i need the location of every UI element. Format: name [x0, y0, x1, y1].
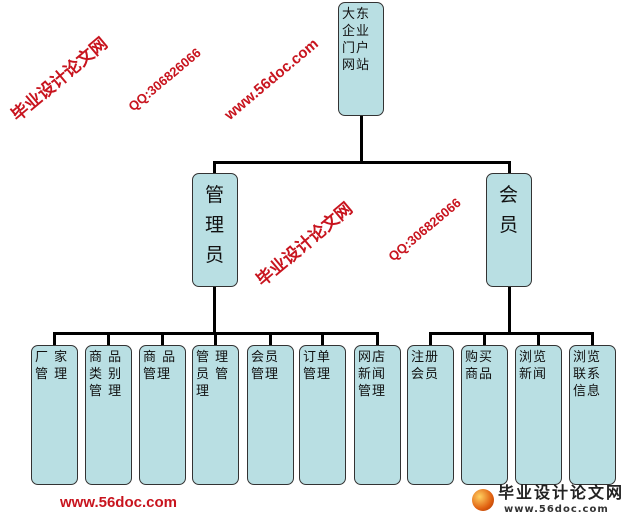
connector [321, 332, 324, 347]
connector [591, 332, 594, 347]
watermark-name: 毕业设计论文网 [252, 198, 357, 290]
logo-name: 毕业设计论文网 [498, 483, 625, 502]
function-label: 网店新闻管理 [358, 350, 387, 399]
function-label: 会员管理 [251, 350, 280, 382]
watermark-name: 毕业设计论文网 [7, 33, 112, 125]
connector [376, 332, 379, 347]
function-label: 商 品类 别管 理 [89, 350, 123, 399]
connector [213, 286, 216, 334]
connector [269, 332, 272, 347]
function-node: 购买商品 [461, 345, 508, 485]
watermark-site: www.56doc.com [60, 494, 177, 511]
function-label: 订单管理 [303, 350, 332, 382]
connector [214, 332, 217, 347]
connector [508, 161, 511, 174]
function-label: 厂 家管 理 [35, 350, 69, 382]
function-node: 商 品管理 [139, 345, 186, 485]
admin-label: 管理员 [204, 184, 225, 266]
function-label: 浏览新闻 [519, 350, 548, 382]
function-node: 浏览新闻 [515, 345, 562, 485]
connector [429, 332, 594, 335]
connector [360, 116, 363, 163]
function-node: 厂 家管 理 [31, 345, 78, 485]
watermark-site: www.56doc.com [221, 35, 322, 124]
root-label: 大东企业门户网站 [342, 7, 371, 73]
function-label: 管 理员 管理 [196, 350, 230, 399]
function-label: 商 品管理 [143, 350, 177, 382]
connector [213, 161, 511, 164]
member-label: 会员 [498, 184, 519, 236]
function-node: 管 理员 管理 [192, 345, 239, 485]
connector [429, 332, 432, 347]
function-node: 订单管理 [299, 345, 346, 485]
logo-url: www.56doc.com [504, 504, 609, 515]
connector [53, 332, 56, 347]
root-node: 大东企业门户网站 [338, 2, 384, 116]
function-label: 注册会员 [411, 350, 440, 382]
logo-ball-icon [472, 489, 494, 511]
function-label: 购买商品 [465, 350, 494, 382]
site-logo: 毕业设计论文网 www.56doc.com [468, 484, 624, 518]
function-node: 网店新闻管理 [354, 345, 401, 485]
connector [537, 332, 540, 347]
connector [213, 161, 216, 174]
member-node: 会员 [486, 173, 532, 287]
connector [508, 286, 511, 334]
function-node: 注册会员 [407, 345, 454, 485]
function-node: 商 品类 别管 理 [85, 345, 132, 485]
function-label: 浏览联系信息 [573, 350, 602, 399]
connector [107, 332, 110, 347]
connector [161, 332, 164, 347]
admin-node: 管理员 [192, 173, 238, 287]
function-node: 浏览联系信息 [569, 345, 616, 485]
watermark-qq: QQ:306826066 [385, 194, 464, 265]
watermark-qq: QQ:306826066 [125, 44, 204, 115]
function-node: 会员管理 [247, 345, 294, 485]
connector [483, 332, 486, 347]
